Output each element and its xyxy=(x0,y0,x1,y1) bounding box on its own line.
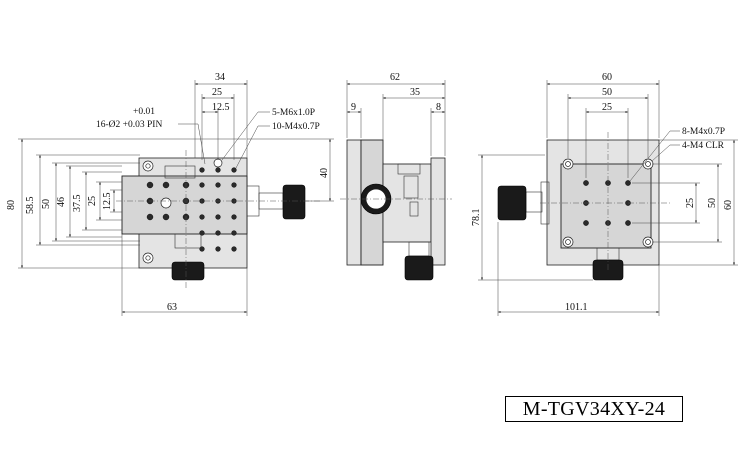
dim-front-63: 63 xyxy=(167,302,177,313)
side-left-plate xyxy=(346,139,362,266)
dim-front-12-5: 12.5 xyxy=(212,102,230,113)
callout-m4-clr: 4-M4 CLR xyxy=(682,141,725,151)
top-view: 60 50 25 8-M4x0.7P 4-M4 CLR 60 50 25 78. xyxy=(471,72,738,316)
dim-front-46: 46 xyxy=(56,197,67,207)
side-view: 62 9 35 8 xyxy=(340,72,452,281)
callout-m6: 5-M6x1.0P xyxy=(272,108,315,118)
front-view: 34 25 12.5 5-M6x1.0P 10-M4x0.7P +0.01 16… xyxy=(6,72,334,316)
side-right-plate xyxy=(430,157,446,266)
side-carriage xyxy=(382,163,432,243)
front-bottom-micrometer-knob xyxy=(171,261,205,281)
model-number: M-TGV34XY-24 xyxy=(505,396,683,422)
dim-front-34: 34 xyxy=(215,72,225,83)
pin-tolerance: +0.01 xyxy=(133,107,155,117)
top-tapped-holes xyxy=(583,180,631,226)
dim-side-9: 9 xyxy=(351,102,356,113)
dim-front-40: 40 xyxy=(319,168,330,178)
dim-top-78-1: 78.1 xyxy=(471,209,482,227)
dim-top-101-1: 101.1 xyxy=(565,302,588,313)
callout-m4: 10-M4x0.7P xyxy=(272,122,320,132)
dim-side-35: 35 xyxy=(410,87,420,98)
top-micrometer-knob xyxy=(497,185,527,221)
dim-top-50: 50 xyxy=(602,87,612,98)
dim-top-right-50: 50 xyxy=(707,198,718,208)
front-micrometer-knob xyxy=(282,184,306,220)
top-clr-holes xyxy=(562,158,654,248)
dim-top-right-25: 25 xyxy=(685,198,696,208)
dim-side-62: 62 xyxy=(390,72,400,83)
front-bottom-micrometer-body xyxy=(174,233,202,249)
pin-spec: 16-Ø2 +0.03 PIN xyxy=(96,120,162,130)
dim-side-8: 8 xyxy=(436,102,441,113)
dim-front-58-5: 58.5 xyxy=(25,197,36,215)
dim-front-37-5: 37.5 xyxy=(72,195,83,213)
dim-top-25: 25 xyxy=(602,102,612,113)
dim-front-25: 25 xyxy=(212,87,222,98)
dim-front-50: 50 xyxy=(41,199,52,209)
dim-front-12-5-left: 12.5 xyxy=(102,193,113,211)
dim-top-right-60: 60 xyxy=(723,200,734,210)
callout-m4-tapped: 8-M4x0.7P xyxy=(682,127,725,137)
dim-front-25-left: 25 xyxy=(87,196,98,206)
dim-front-80: 80 xyxy=(6,200,17,210)
top-stage xyxy=(560,163,652,249)
dim-top-60: 60 xyxy=(602,72,612,83)
front-top-bracket xyxy=(164,165,196,179)
front-hole-grid xyxy=(146,158,237,252)
side-bottom-knob xyxy=(404,255,434,281)
